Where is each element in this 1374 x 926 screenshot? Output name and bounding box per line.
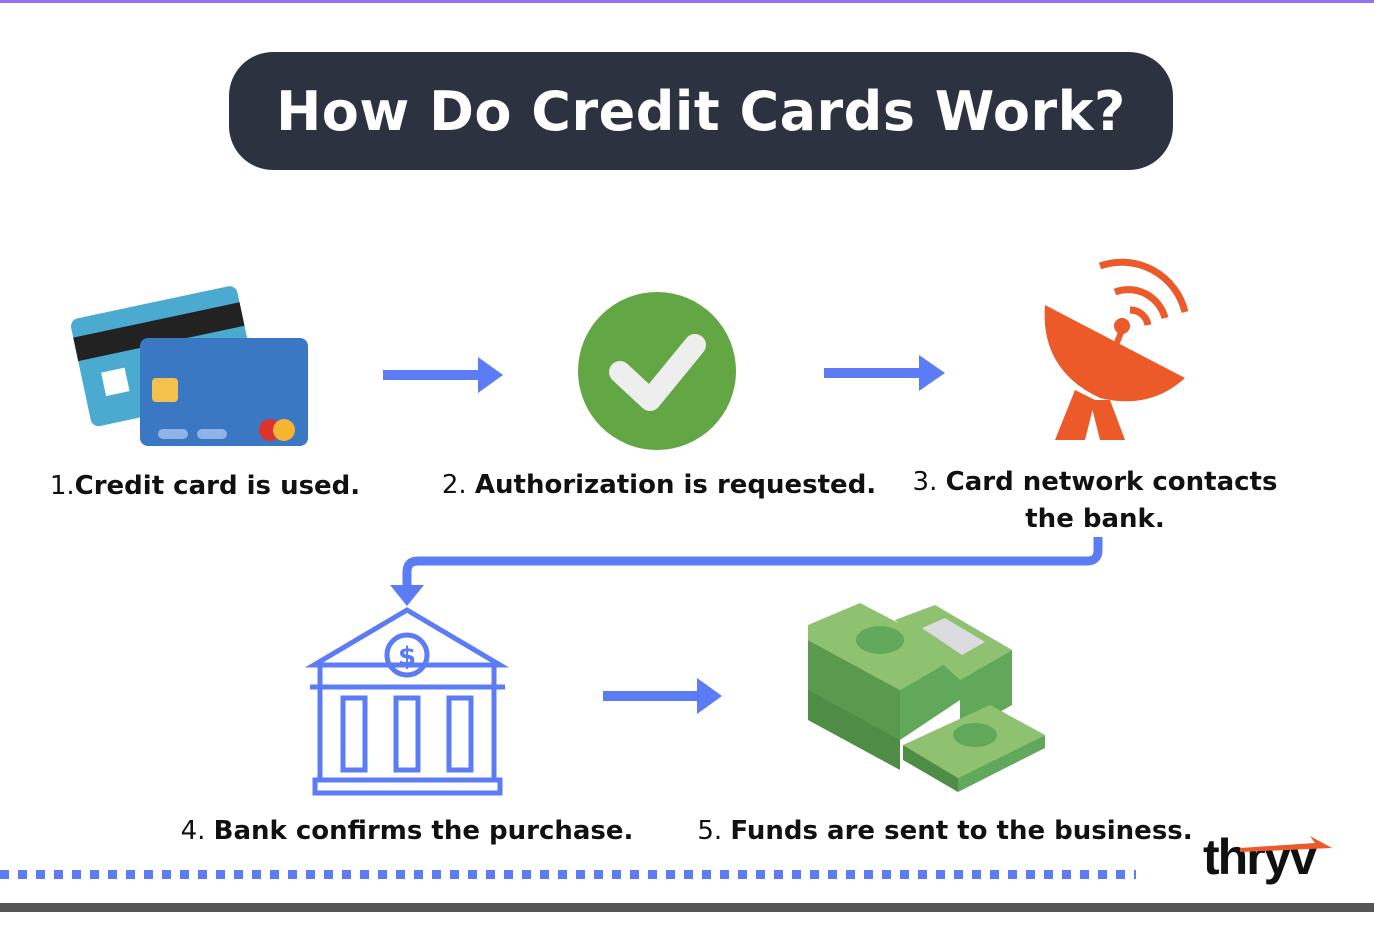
step-4-label: 4. Bank confirms the purchase. — [180, 816, 634, 846]
top-accent-line — [0, 0, 1374, 3]
money-stack-icon — [808, 603, 1045, 792]
dollar-icon: $ — [398, 642, 416, 672]
step-5-label: 5. Funds are sent to the business. — [697, 816, 1193, 846]
thryv-logo: thryv — [1203, 829, 1317, 885]
satellite-dish-icon — [1044, 258, 1189, 440]
arrow-1-to-2 — [383, 357, 503, 393]
arrow-2-to-3 — [824, 355, 945, 391]
step-2-label: 2. Authorization is requested. — [441, 470, 877, 500]
checkmark-icon — [578, 292, 736, 450]
step-1-label: 1.Credit card is used. — [49, 471, 361, 501]
bank-icon — [304, 607, 510, 796]
dotted-divider — [0, 870, 1136, 879]
bottom-bar — [0, 903, 1374, 912]
arrow-4-to-5 — [603, 678, 722, 714]
page-title: How Do Credit Cards Work? — [229, 52, 1173, 170]
credit-card-icon — [70, 286, 308, 446]
connector-3-to-4 — [390, 537, 1103, 606]
